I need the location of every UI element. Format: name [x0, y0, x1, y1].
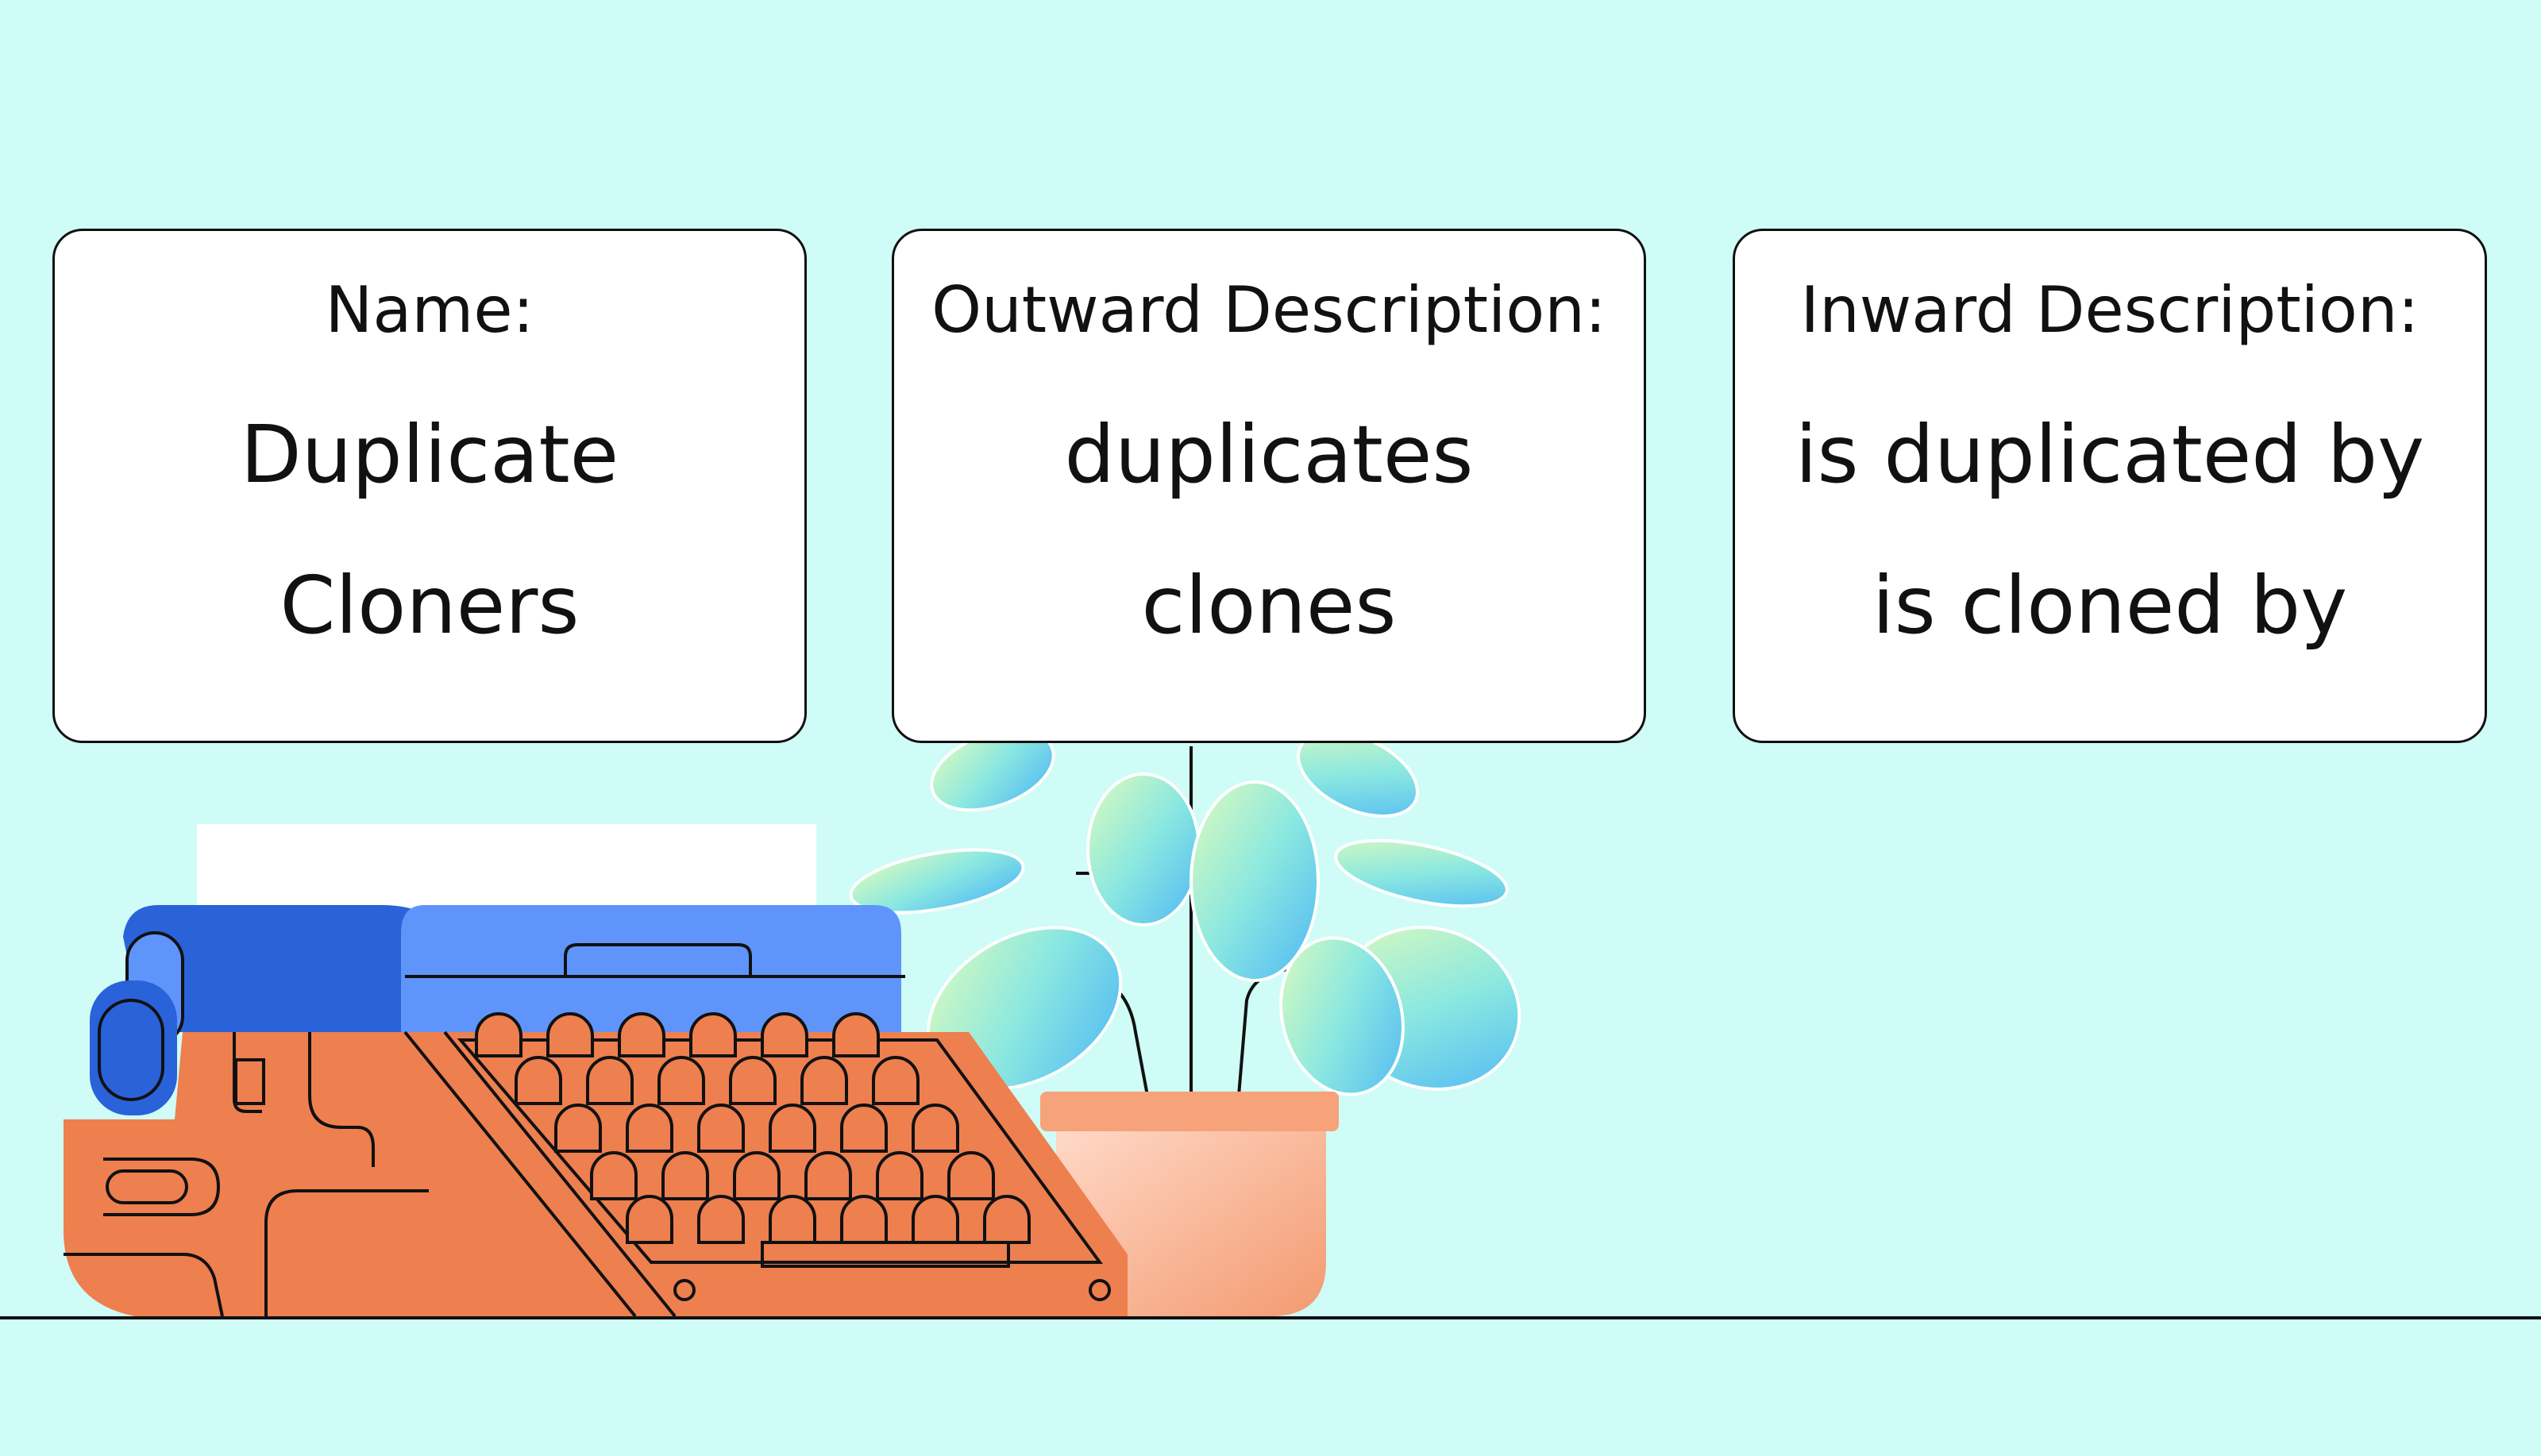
inward-value-duplicated-by: is duplicated by — [1795, 408, 2425, 501]
floor-line — [0, 1316, 2541, 1319]
outward-description-card: Outward Description: duplicates clones — [892, 229, 1646, 743]
name-card: Name: Duplicate Cloners — [52, 229, 807, 743]
outward-value-clones: clones — [1141, 559, 1397, 652]
outward-heading: Outward Description: — [931, 273, 1606, 347]
plant-leaves — [849, 728, 1521, 1096]
typewriter-keys — [475, 1012, 1031, 1244]
name-value-cloners: Cloners — [280, 559, 580, 652]
inward-heading: Inward Description: — [1800, 273, 2420, 347]
inward-value-cloned-by: is cloned by — [1872, 559, 2348, 652]
name-value-duplicate: Duplicate — [240, 408, 619, 501]
outward-value-duplicates: duplicates — [1064, 408, 1474, 501]
typewriter — [64, 824, 1128, 1318]
inward-description-card: Inward Description: is duplicated by is … — [1733, 229, 2487, 743]
name-heading: Name: — [325, 273, 534, 347]
